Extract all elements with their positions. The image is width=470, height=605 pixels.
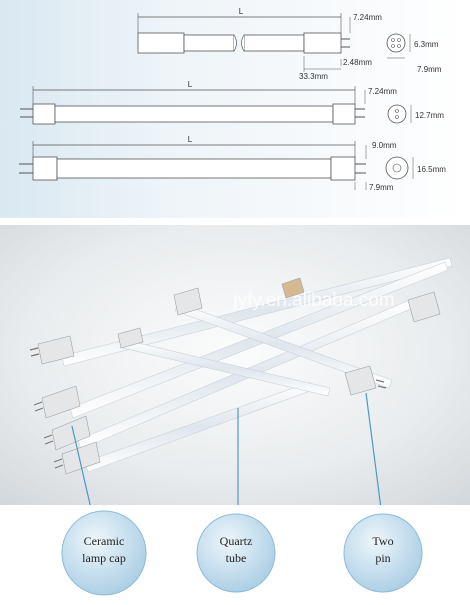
lamp-cap-4 (61, 441, 101, 475)
lamp3-tube (56, 158, 332, 179)
lamp2-length-label: L (188, 80, 193, 89)
lamp2-face-diameter: 12.7mm (415, 111, 444, 120)
svg-text:tube: tube (226, 551, 247, 565)
callout-lines (71, 392, 383, 517)
lamp1-cap-left (137, 32, 185, 54)
lamp2-end-face (387, 104, 407, 124)
lamp2-tube (54, 105, 334, 123)
lamp1-length-label: L (239, 7, 244, 16)
lamp1-cap-length: 33.3mm (299, 72, 328, 81)
lamp1-end-face (386, 33, 406, 53)
svg-text:Two: Two (372, 534, 393, 548)
lamp-cap-1 (37, 335, 75, 365)
svg-text:lamp cap: lamp cap (82, 551, 126, 565)
lamp-cap-7 (407, 291, 441, 323)
lamp2-pin-spacing: 7.24mm (368, 87, 397, 96)
lamp-cap-9 (117, 327, 144, 349)
lamp-photo-group (29, 257, 453, 475)
lamp3-length-label: L (188, 135, 193, 144)
callout-ceramic-lamp-cap: Ceramic lamp cap (61, 510, 147, 596)
watermark: jyfy.en.alibaba.com (232, 290, 394, 311)
svg-text:pin: pin (375, 551, 390, 565)
svg-text:Quartz: Quartz (220, 534, 253, 548)
callout-two-pin: Two pin (343, 513, 423, 593)
lamp-cap-5 (173, 287, 203, 316)
lamp3-face-diameter: 16.5mm (417, 165, 446, 174)
callout-quartz-tube: Quartz tube (196, 513, 276, 593)
lamp-cap-3 (51, 415, 91, 451)
lamp-cap-8 (281, 277, 305, 299)
lamp2-cap-right (332, 103, 356, 125)
lamp3-cap-left (32, 156, 58, 181)
lamp1-cap-right (303, 32, 342, 54)
lamp-cap-6 (344, 365, 377, 396)
lamp3-pin-spacing: 9.0mm (372, 141, 397, 150)
lamp3-cap-right (330, 156, 356, 181)
lamp-drawing-3: L 9.0mm 7.9mm 16.5mm (19, 135, 446, 192)
lamp2-cap-left (32, 103, 56, 125)
lamp-drawing-1: L 7.24mm 2.48mm 33.3mm 6.3mm 7.9mm (137, 7, 442, 81)
lamp3-pin-offset: 7.9mm (369, 183, 394, 192)
lamp-drawing-2: L 7.24mm 12.7mm (20, 80, 444, 125)
lamp-cap-2 (41, 385, 81, 419)
lamp1-face-height: 6.3mm (414, 40, 439, 49)
svg-text:Ceramic: Ceramic (84, 534, 125, 548)
lamp1-pin-spacing: 7.24mm (353, 13, 382, 22)
lamp1-face-width: 7.9mm (417, 65, 442, 74)
lamp1-pin-offset: 2.48mm (343, 58, 372, 67)
